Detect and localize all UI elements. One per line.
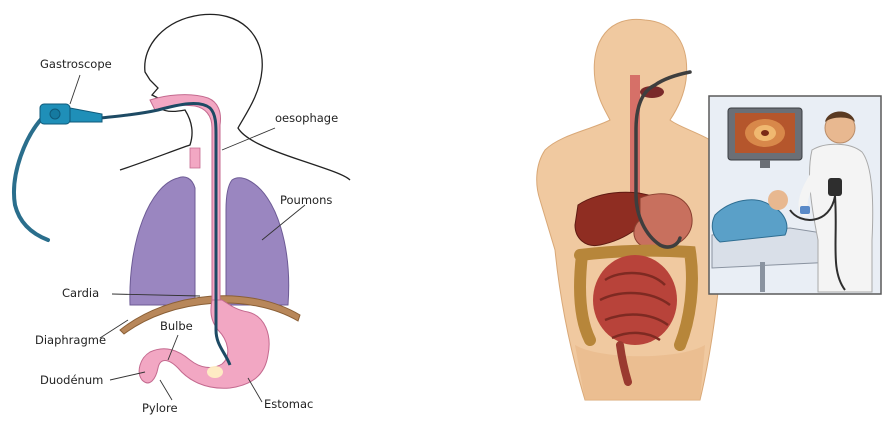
schematic-diagram: Gastroscope oesophage Poumons Cardia Dia… [14, 14, 350, 415]
label-oesophage: oesophage [275, 111, 338, 125]
left-lung [130, 177, 195, 305]
label-duodenum: Duodénum [40, 373, 103, 387]
trachea-stub [190, 148, 200, 168]
label-diaphragme: Diaphragme [35, 333, 106, 347]
body-outline [120, 14, 350, 180]
gastroscope-handle [40, 104, 102, 124]
label-pylore: Pylore [142, 401, 178, 415]
stomach-light-spot [207, 366, 223, 378]
label-gastroscope: Gastroscope [40, 57, 112, 71]
gastroscope-cable [14, 115, 48, 240]
label-estomac: Estomac [264, 397, 313, 411]
anatomical-illustration [537, 19, 881, 400]
label-poumons: Poumons [280, 193, 332, 207]
label-bulbe: Bulbe [160, 319, 193, 333]
label-cardia: Cardia [62, 286, 99, 300]
